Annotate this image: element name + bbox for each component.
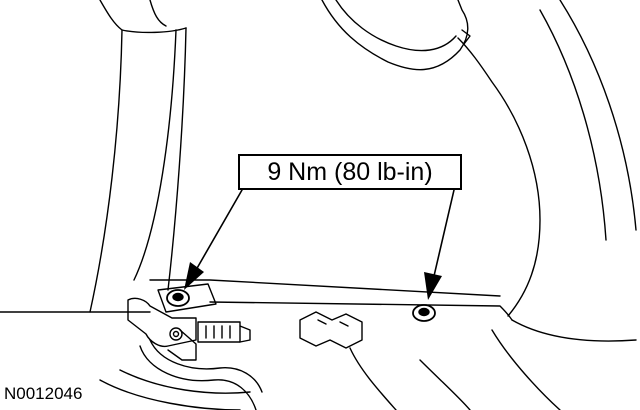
- wire-harness: [139, 339, 263, 410]
- fender-inner: [335, 0, 457, 52]
- figure-id: N0012046: [4, 384, 83, 403]
- leader-right: [424, 189, 455, 300]
- sill-upper: [149, 279, 501, 297]
- tab-mark: [461, 29, 471, 45]
- right-arch-outer: [559, 0, 637, 231]
- torque-label: 9 Nm (80 lb-in): [267, 157, 433, 186]
- fender-outline: [321, 0, 469, 71]
- right-arch-inner: [539, 9, 607, 241]
- center-bracket: [299, 311, 363, 349]
- bracket-plate: [157, 283, 217, 313]
- fastener-right: [412, 304, 436, 322]
- center-right-line: [419, 359, 471, 410]
- fastener-left: [166, 289, 190, 307]
- fender-lip: [457, 37, 541, 317]
- connector-pins: [205, 325, 231, 339]
- top-left-outline: [99, 0, 187, 34]
- center-bracket-detail: [317, 319, 349, 327]
- center-lower-line: [349, 347, 397, 410]
- left-panel-edge: [167, 27, 187, 291]
- bolt-hole-inner: [172, 330, 180, 338]
- bracket-outline: [127, 297, 197, 348]
- right-bottom-edge: [491, 329, 561, 410]
- bracket-arm: [167, 329, 197, 361]
- connector-body: [197, 321, 241, 343]
- torque-callout: 9 Nm (80 lb-in): [238, 154, 462, 190]
- left-outer-edge: [89, 29, 123, 313]
- left-panel-inner-edge: [133, 29, 177, 281]
- sill-edge: [0, 301, 513, 321]
- bolt-hole-left: [169, 327, 183, 341]
- connector-latch: [239, 325, 251, 343]
- right-arch-lower: [511, 319, 637, 342]
- leader-left: [184, 189, 243, 290]
